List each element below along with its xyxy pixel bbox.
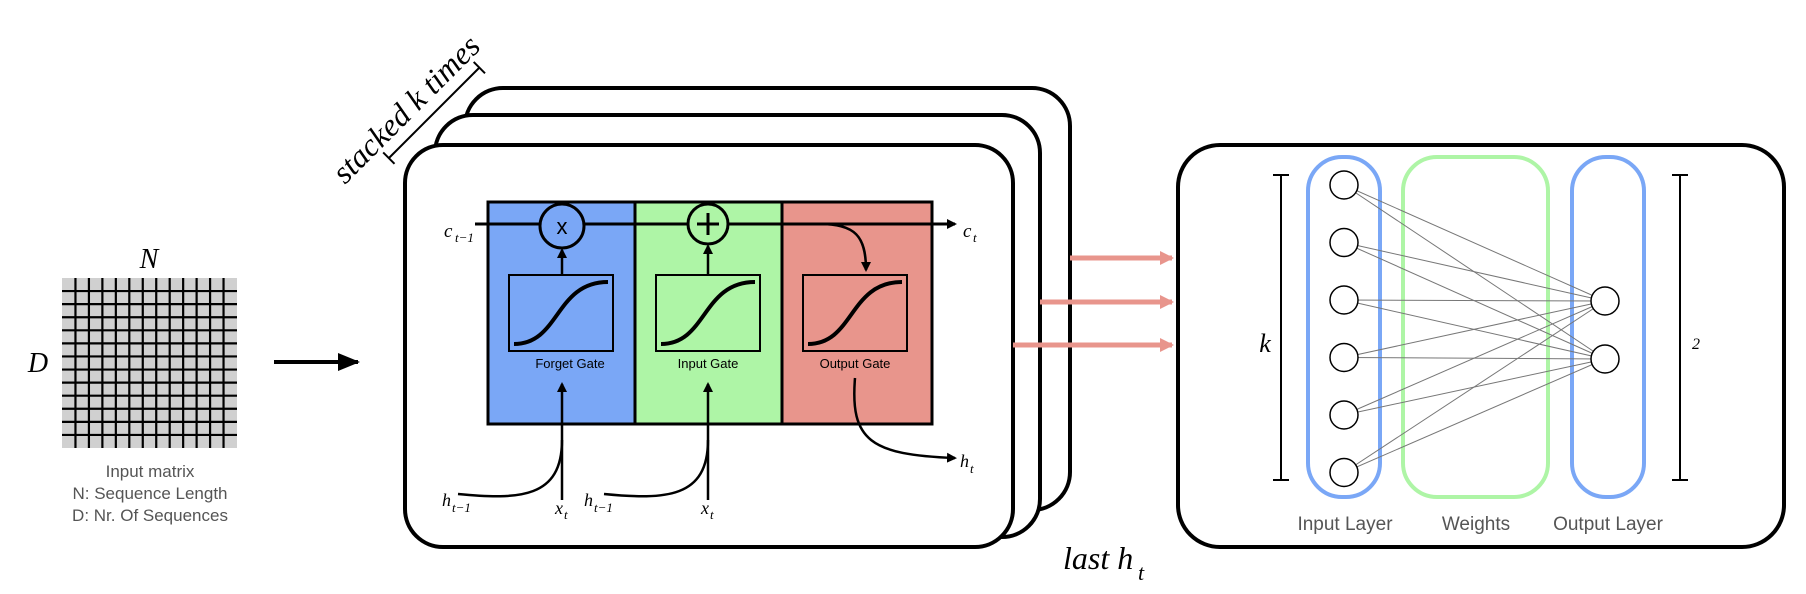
stack-bracket-line: [388, 66, 481, 159]
weight-connections: [1343, 184, 1606, 473]
output-sigmoid: [802, 274, 908, 352]
input-matrix-caption-d: D: Nr. Of Sequences: [72, 506, 228, 525]
input-node: [1329, 227, 1359, 258]
n-axis-label: N: [139, 244, 160, 275]
x-t-label-1: x t: [554, 498, 568, 522]
output-node: [1590, 344, 1620, 374]
last-h-arrows: [1013, 251, 1174, 352]
svg-text:t: t: [973, 230, 977, 245]
input-h-curve: [603, 439, 710, 498]
x-t-label-2: x t: [700, 498, 714, 522]
output-dimension-label: 2: [1692, 336, 1700, 353]
input-matrix-caption-n: N: Sequence Length: [72, 484, 227, 503]
c-out-label: c t: [963, 221, 977, 245]
forget-gate-label: Forget Gate: [535, 356, 604, 371]
input-matrix-grid-lines: [62, 278, 237, 448]
dense-network-panel: [1176, 143, 1786, 549]
svg-text:h: h: [960, 451, 969, 471]
weight-edge: [1343, 300, 1606, 473]
svg-text:t−1: t−1: [452, 500, 471, 515]
input-layer-label: Input Layer: [1297, 514, 1393, 535]
h-out-label: h t: [960, 451, 974, 476]
svg-text:c: c: [963, 221, 972, 242]
weight-edge: [1343, 299, 1606, 302]
svg-text:h: h: [442, 490, 451, 510]
weight-edge: [1343, 184, 1606, 302]
weight-edge: [1343, 300, 1606, 416]
stack-bracket-tick-right: [472, 61, 486, 74]
input-layer-capsule: [1306, 155, 1382, 499]
h-prev-label-2: h t−1: [584, 490, 613, 515]
svg-text:last h: last h: [1063, 540, 1133, 576]
input-node: [1329, 285, 1359, 315]
output-node: [1590, 286, 1620, 316]
svg-text:t: t: [1138, 560, 1145, 585]
output-h-arrow: [853, 377, 957, 463]
cell-to-output-arrow: [819, 222, 871, 272]
svg-text:t: t: [970, 461, 974, 476]
output-layer-label: Output Layer: [1553, 514, 1664, 535]
svg-text:t−1: t−1: [594, 500, 613, 515]
last-h-label: last h t: [1063, 540, 1145, 585]
input-node: [1329, 457, 1359, 488]
d-axis-label: D: [27, 348, 48, 379]
k-dimension-label: k: [1259, 329, 1271, 358]
weight-edge: [1343, 300, 1606, 358]
multiply-operator-symbol: x: [557, 214, 568, 239]
svg-text:t−1: t−1: [455, 230, 474, 245]
svg-text:h: h: [584, 490, 593, 510]
output-layer-capsule: [1570, 155, 1646, 499]
input-gate-label: Input Gate: [678, 356, 739, 371]
h-prev-label-1: h t−1: [442, 490, 471, 515]
c-in-label: c t−1: [444, 221, 474, 245]
output-gate-label: Output Gate: [820, 356, 891, 371]
input-node: [1329, 400, 1359, 430]
network-nodes: [1329, 170, 1620, 488]
svg-text:t: t: [710, 507, 714, 522]
dense-network: k 2 Input Layer Weights Output Layer: [1259, 155, 1700, 535]
input-node: [1329, 342, 1359, 373]
lstm-cell: c t−1 c t x Forget Gate Input Gate O: [442, 200, 977, 522]
input-matrix-caption-title: Input matrix: [106, 462, 195, 481]
svg-text:t: t: [564, 507, 568, 522]
weight-edge: [1343, 358, 1606, 473]
forget-h-curve: [457, 439, 564, 498]
svg-text:x: x: [700, 498, 709, 518]
weights-capsule: [1401, 155, 1550, 499]
stack-bracket-tick-left: [382, 151, 396, 165]
svg-text:x: x: [554, 498, 563, 518]
weights-label: Weights: [1442, 514, 1510, 535]
input-node: [1329, 170, 1359, 200]
svg-text:c: c: [444, 221, 453, 242]
input-matrix: N D Input matrix N: Sequence Length D: N…: [27, 244, 237, 525]
weight-edge: [1343, 242, 1606, 302]
input-matrix-grid-bg: [62, 278, 237, 448]
